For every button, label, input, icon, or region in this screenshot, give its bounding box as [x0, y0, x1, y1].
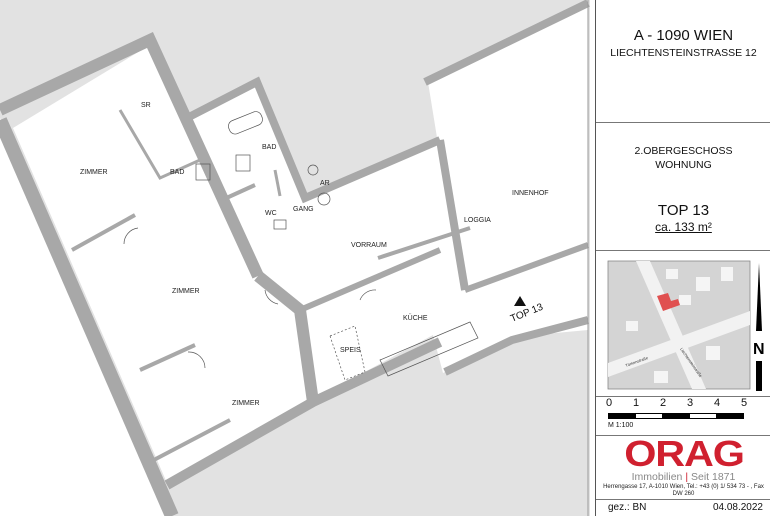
divider [596, 499, 770, 500]
location-map: Türkenstraße Liechtensteinstraße N [607, 260, 765, 391]
room-label-zimmer: ZIMMER [80, 169, 108, 176]
room-label-sr: SR [141, 102, 151, 109]
room-label-loggia: LOGGIA [464, 217, 491, 224]
room-label-innenhof: INNENHOF [512, 190, 549, 197]
room-label-zimmer: ZIMMER [232, 400, 260, 407]
scale-tick: 4 [714, 397, 721, 409]
room-labels: SR BAD BAD ZIMMER WC GANG AR VORRAUM LOG… [80, 102, 549, 407]
innenhof-area [428, 5, 588, 292]
room-label-bad: BAD [262, 144, 276, 151]
scale-tick: 2 [660, 397, 667, 409]
apartment-floor [13, 45, 588, 483]
logo-wordmark: ORAG [623, 433, 745, 474]
company-logo: ORAG Immobilien | Seit 1871 Herrengasse … [596, 433, 770, 498]
scale-bar: 0 1 2 3 4 5 M 1:100 [596, 397, 770, 435]
scale-tick: 0 [606, 397, 613, 409]
drawing-date: 04.08.2022 [712, 502, 763, 513]
title-block: A - 1090 WIEN LIECHTENSTEINSTRASSE 12 2.… [595, 0, 770, 516]
scale-tick: 3 [687, 397, 694, 409]
location-map-box: Türkenstraße Liechtensteinstraße N [596, 251, 770, 397]
city-title: A - 1090 WIEN [633, 27, 734, 44]
street-title: LIECHTENSTEINSTRASSE 12 [610, 47, 757, 59]
walls [0, 0, 590, 516]
room-label-bad: BAD [170, 169, 184, 176]
drawn-by: gez.: BN [608, 502, 647, 513]
floor-plan: SR BAD BAD ZIMMER WC GANG AR VORRAUM LOG… [0, 0, 590, 516]
type-label: WOHNUNG [655, 159, 712, 171]
scale-label: M 1:100 [608, 422, 634, 429]
north-arrow-icon [756, 263, 762, 331]
unit-label: TOP 13 [657, 202, 710, 219]
logo-tagline: Immobilien | Seit 1871 [596, 471, 770, 483]
room-label-zimmer: ZIMMER [172, 288, 200, 295]
tagline-seit: Seit 1871 [690, 471, 736, 483]
unit-box: 2.OBERGESCHOSS WOHNUNG TOP 13 ca. 133 m² [596, 123, 770, 251]
room-label-vorraum: VORRAUM [351, 242, 387, 249]
scale-tick: 5 [741, 397, 748, 409]
footer: gez.: BN 04.08.2022 [596, 501, 770, 514]
address-box: A - 1090 WIEN LIECHTENSTEINSTRASSE 12 [596, 0, 770, 123]
divider [596, 435, 770, 436]
room-label-ar: AR [320, 180, 330, 187]
company-address: Herrengasse 17, A-1010 Wien, Tel.: +43 (… [603, 484, 764, 497]
fixtures [123, 111, 479, 381]
scale-tick: 1 [633, 397, 640, 409]
tagline-separator: | [685, 471, 689, 483]
north-label: N [753, 341, 765, 358]
room-label-gang: GANG [293, 206, 314, 213]
unit-location-marker [657, 293, 680, 311]
floor-label: 2.OBERGESCHOSS [634, 145, 733, 157]
area-label: ca. 133 m² [655, 220, 712, 234]
room-label-kueche: KÜCHE [403, 314, 428, 322]
entrance-arrow-icon [514, 296, 526, 306]
room-label-speis: SPEIS [340, 347, 361, 354]
room-label-wc: WC [265, 210, 277, 217]
tagline-immobilien: Immobilien [631, 471, 683, 483]
